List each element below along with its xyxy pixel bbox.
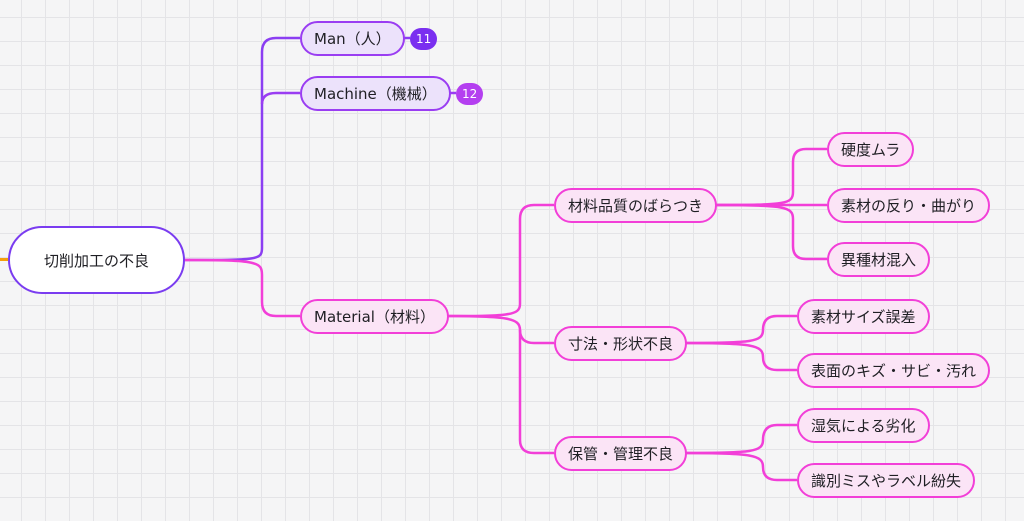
connector-cause1-child3 <box>715 203 827 261</box>
connector-cause2-child1 <box>683 314 797 345</box>
connector-cause3-child1 <box>683 423 797 455</box>
cause-label: 保管・管理不良 <box>568 445 674 463</box>
subcause-label: 識別ミスやラベル紛失 <box>811 472 962 490</box>
subcause-label: 素材の反り・曲がり <box>841 197 977 215</box>
collapsed-count-badge-man[interactable]: 11 <box>410 28 438 50</box>
connector-material-trunk <box>440 203 554 318</box>
connector-root-machine <box>260 91 300 105</box>
connector-root-material <box>184 258 300 318</box>
cause-label: 材料品質のばらつき <box>568 197 704 215</box>
connector-material-cause2 <box>440 314 554 345</box>
collapsed-count-badge-machine[interactable]: 12 <box>456 83 484 105</box>
cause-label: 寸法・形状不良 <box>568 335 674 353</box>
subcause-node-humidity[interactable]: 湿気による劣化 <box>797 408 930 443</box>
incoming-edge <box>0 258 8 261</box>
subcause-node-warp-bend[interactable]: 素材の反り・曲がり <box>827 188 991 223</box>
category-label-material: Material（材料） <box>314 308 435 326</box>
subcause-label: 素材サイズ誤差 <box>811 308 916 326</box>
connector-material-cause3 <box>518 330 554 455</box>
category-node-material[interactable]: Material（材料） <box>300 299 449 334</box>
category-label-man: Man（人） <box>314 30 391 48</box>
subcause-label: 硬度ムラ <box>841 141 901 159</box>
subcause-label: 異種材混入 <box>841 251 917 269</box>
subcause-label: 湿気による劣化 <box>811 417 916 435</box>
category-node-machine[interactable]: Machine（機械） <box>300 76 451 111</box>
connector-root-man <box>184 36 300 262</box>
cause-node-material-quality[interactable]: 材料品質のばらつき <box>554 188 718 223</box>
category-label-machine: Machine（機械） <box>314 85 437 103</box>
subcause-node-hardness[interactable]: 硬度ムラ <box>827 132 915 167</box>
root-topic-label: 切削加工の不良 <box>43 251 149 270</box>
connector-cause3-child2 <box>683 451 797 482</box>
subcause-node-size-error[interactable]: 素材サイズ誤差 <box>797 299 930 334</box>
subcause-node-surface-defects[interactable]: 表面のキズ・サビ・汚れ <box>797 353 991 388</box>
cause-node-storage-management[interactable]: 保管・管理不良 <box>554 436 688 471</box>
subcause-node-label-loss[interactable]: 識別ミスやラベル紛失 <box>797 463 976 498</box>
category-node-man[interactable]: Man（人） <box>300 21 405 56</box>
cause-node-dimension-shape[interactable]: 寸法・形状不良 <box>554 326 688 361</box>
subcause-node-mixed-material[interactable]: 異種材混入 <box>827 242 931 277</box>
connector-cause1-child1 <box>715 147 827 207</box>
root-topic-node[interactable]: 切削加工の不良 <box>8 226 185 294</box>
subcause-label: 表面のキズ・サビ・汚れ <box>811 362 977 380</box>
connector-cause2-child2 <box>683 341 797 372</box>
